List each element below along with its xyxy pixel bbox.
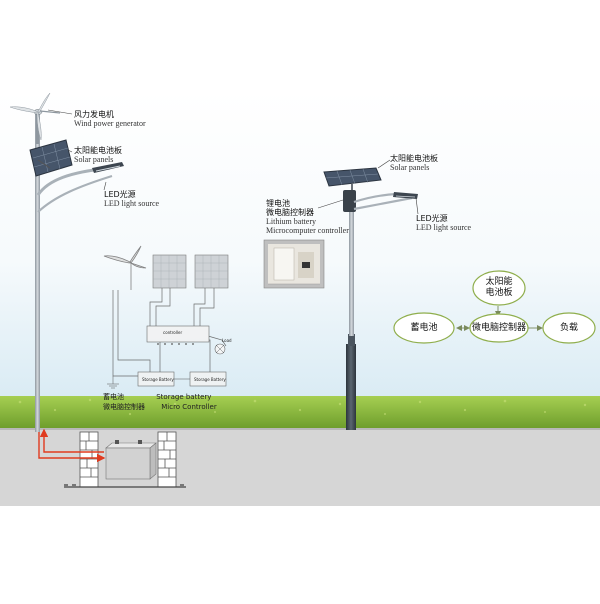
schematic-controller-box (146, 325, 210, 343)
right-solar-label: 太阳能电池板 Solar panels (390, 154, 438, 172)
schematic-controller-en: Micro Controller (161, 403, 217, 411)
schematic-battery-a-text: Storage Battery (142, 377, 174, 382)
right-led-head (393, 192, 418, 199)
soil (0, 428, 600, 506)
right-pole (349, 196, 354, 336)
flow-node-solar (472, 270, 526, 306)
wind-generator-label: 风力发电机 Wind power generator (74, 110, 146, 128)
schematic-load-text: Load (222, 338, 232, 343)
schematic-controller-cn: 微电脑控制器 (103, 403, 145, 411)
schematic-storage-cn: 蓄电池 (103, 393, 124, 401)
left-solar-panel (29, 139, 73, 177)
wiring-arrows (38, 428, 106, 463)
controller-photo (263, 239, 325, 289)
schematic-controller-label: 微电脑控制器 Micro Controller (103, 403, 217, 412)
left-solar-label-cn: 太阳能电池板 (74, 146, 122, 155)
flow-load-label: 负载 (559, 322, 578, 333)
flow-controller-label: 微电脑控制器 (471, 322, 526, 333)
right-led-label-en: LED light source (416, 223, 472, 232)
left-solar-label: 太阳能电池板 Solar panels (74, 146, 122, 164)
left-pole (35, 110, 40, 432)
wind-turbine (9, 92, 61, 144)
schematic-storage-en: Storage battery (156, 393, 212, 401)
wiring-schematic (103, 245, 229, 389)
flow-node-storage (393, 312, 455, 344)
battery-controller-label: 锂电池 微电脑控制器 Lithium battery Microcomputer… (266, 199, 349, 235)
right-solar-panel (323, 167, 382, 187)
schematic-battery-b-text: Storage Battery (194, 377, 226, 382)
flow-node-controller (469, 313, 529, 343)
flow-solar-label: 太阳能 电池板 (485, 277, 513, 298)
schematic-controller-text: controller (163, 330, 183, 335)
battery-label-en: Lithium battery (266, 217, 316, 226)
left-street-light (9, 92, 124, 432)
grass-texture (18, 398, 587, 416)
schematic-storage-label: 蓄电池 Storage battery (103, 393, 211, 402)
battery-label-cn: 锂电池 (266, 199, 290, 208)
storage-battery-box (105, 440, 157, 480)
left-solar-label-en: Solar panels (74, 155, 114, 164)
controller-label-cn: 微电脑控制器 (266, 208, 314, 217)
right-pole-base (346, 344, 356, 430)
flow-storage-label: 蓄电池 (410, 322, 438, 333)
right-led-label-cn: LED光源 (416, 214, 448, 223)
right-solar-label-en: Solar panels (390, 163, 430, 172)
left-led-label: LED光源 LED light source (104, 190, 159, 208)
flow-diagram (393, 270, 596, 344)
right-led-label: LED光源 LED light source (416, 214, 471, 232)
right-street-light (323, 167, 418, 430)
wind-generator-label-cn: 风力发电机 (74, 110, 114, 119)
wind-generator-label-en: Wind power generator (74, 119, 146, 128)
controller-label-en: Microcomputer controller (266, 226, 349, 235)
right-solar-label-cn: 太阳能电池板 (390, 154, 438, 163)
right-battery-housing (343, 190, 356, 212)
flow-node-load (542, 312, 596, 344)
left-led-label-en: LED light source (104, 199, 160, 208)
left-leader-lines (47, 109, 107, 191)
left-led-label-cn: LED光源 (104, 190, 136, 199)
right-leader-lines (317, 159, 419, 215)
grass (0, 396, 600, 430)
